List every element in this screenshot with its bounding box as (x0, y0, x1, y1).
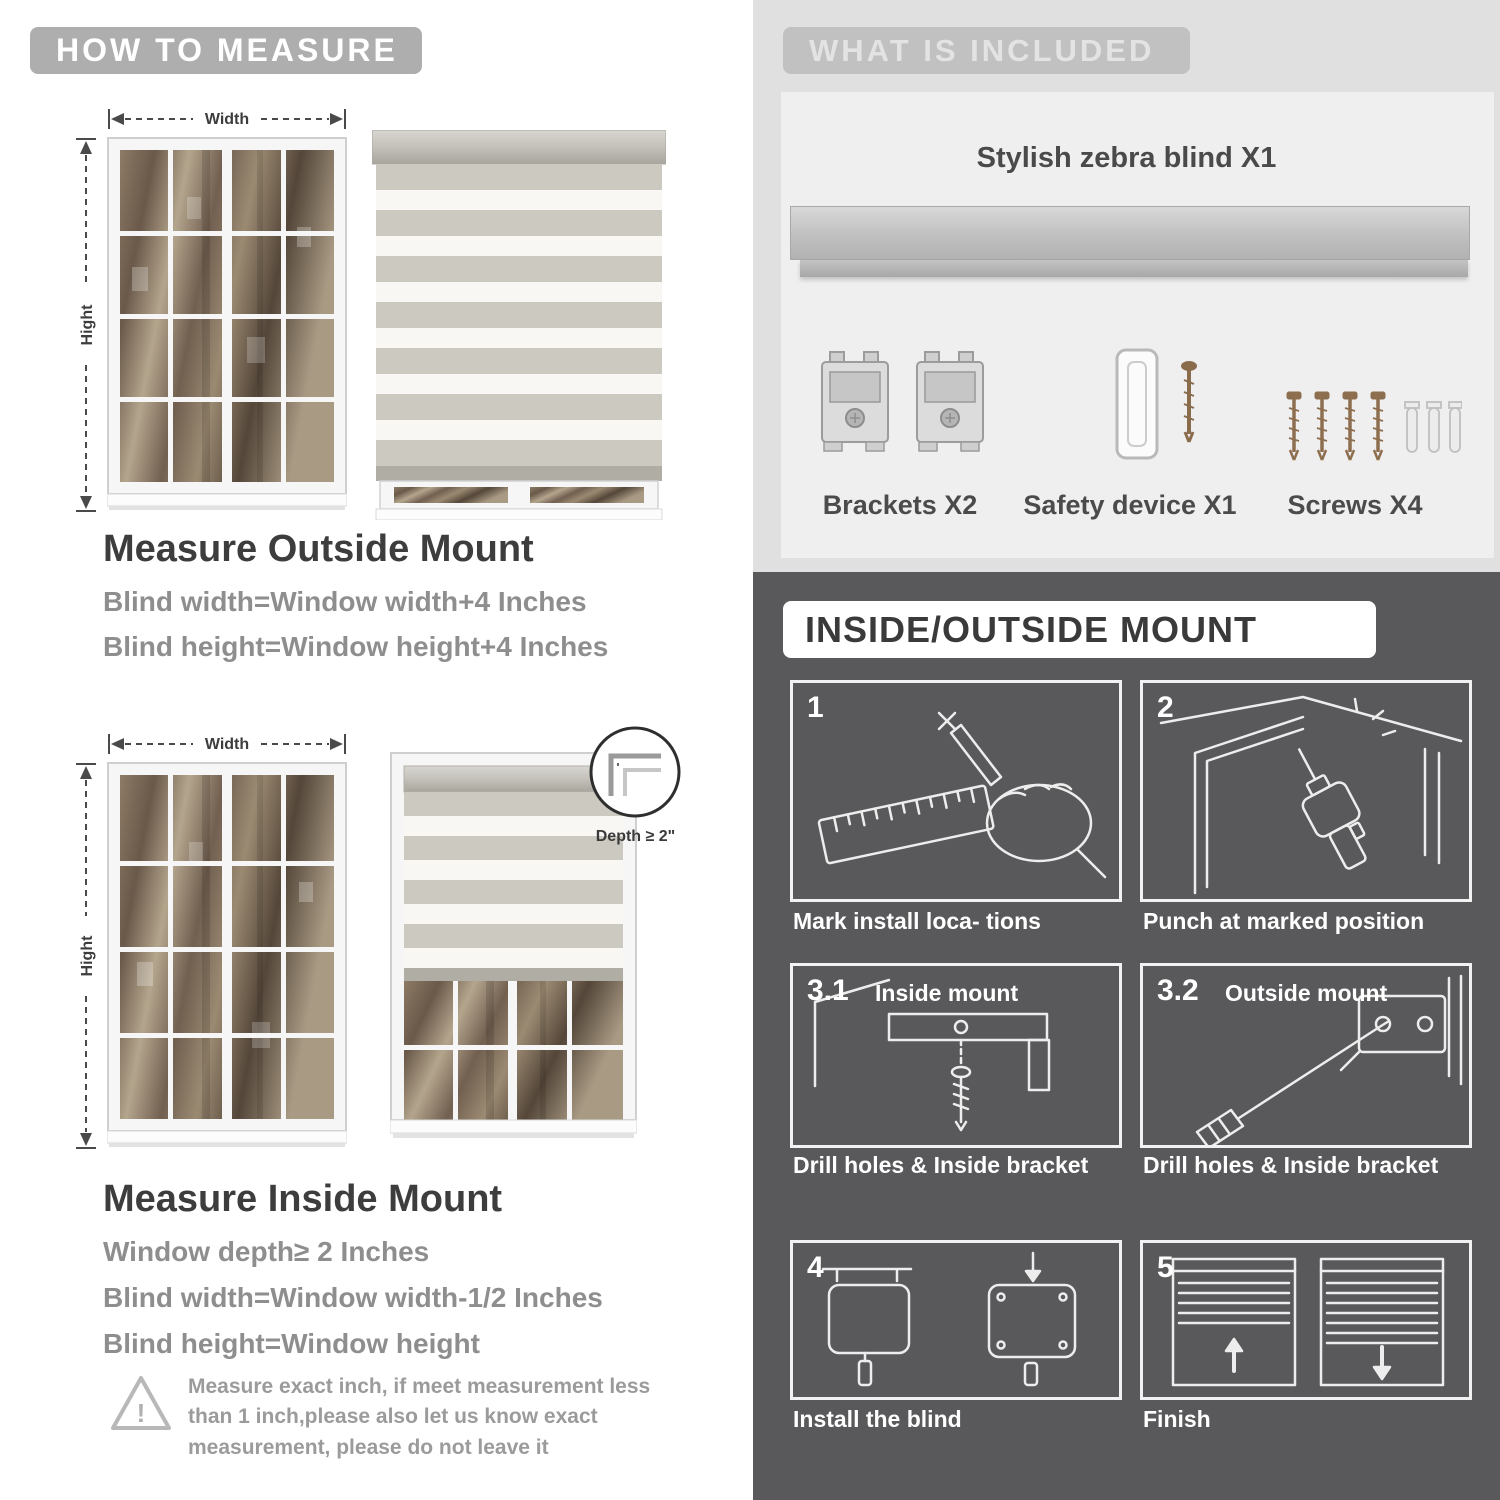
inside-bracket-illustration (813, 978, 1051, 1132)
what-is-included-section: WHAT IS INCLUDED Stylish zebra blind X1 (753, 0, 1500, 572)
width-arrow-inside: Width (108, 734, 346, 754)
step-caption: Drill holes & Inside bracket (1143, 1152, 1439, 1178)
step-number: 3.2 (1157, 974, 1199, 1007)
width-arrow-outside: Width (108, 109, 346, 129)
step-caption: Finish (1143, 1406, 1211, 1432)
height-arrow-inside: Hight (76, 763, 96, 1149)
window-photo-inside (107, 762, 347, 1147)
zebra-blind-headrail (790, 206, 1470, 278)
inside-mount-heading: Measure Inside Mount (103, 1178, 503, 1220)
step-panel-4: 4 (790, 1240, 1122, 1400)
step-panel-3-2: 3.2 Outside mount (1140, 963, 1472, 1148)
included-panel (781, 92, 1494, 558)
mount-banner: INSIDE/OUTSIDE MOUNT (783, 601, 1376, 658)
finish-illustration (1171, 1257, 1445, 1387)
step-number: 2 (1157, 691, 1174, 724)
depth-label: Depth ≥ 2" (595, 828, 676, 845)
screws-icon (1286, 391, 1462, 461)
outside-mount-heading: Measure Outside Mount (103, 528, 534, 570)
safety-device-icon (1115, 348, 1197, 460)
brackets-icon (821, 351, 984, 452)
step-number: 5 (1157, 1251, 1174, 1284)
step-caption: Mark install loca- tions (793, 908, 1041, 934)
safety-device-label: Safety device X1 (1023, 490, 1237, 520)
zebra-blind-outside-illustration (372, 130, 666, 520)
height-label: Hight (79, 935, 96, 977)
screws-label: Screws X4 (1287, 490, 1423, 520)
step-title: Inside mount (875, 980, 1019, 1006)
mount-title: INSIDE/OUTSIDE MOUNT (805, 608, 1258, 650)
step-panel-5: 5 (1140, 1240, 1472, 1400)
step-panel-3-1: 3.1 Inside mount (790, 963, 1122, 1148)
step-caption: Install the blind (793, 1406, 962, 1432)
outside-rule-1: Blind width=Window width+4 Inches (103, 586, 587, 617)
what-is-included-banner: WHAT IS INCLUDED (783, 27, 1190, 74)
install-blind-illustration (821, 1251, 1077, 1387)
how-to-measure-section: HOW TO MEASURE Width Hight (30, 27, 681, 1459)
step-number: 3.1 (807, 974, 849, 1007)
zebra-blind-inside-illustration (390, 752, 637, 1138)
what-is-included-title: WHAT IS INCLUDED (809, 32, 1155, 68)
how-to-measure-banner: HOW TO MEASURE (30, 27, 422, 74)
how-to-measure-title: HOW TO MEASURE (56, 32, 398, 68)
step-panel-1: 1 (790, 680, 1122, 902)
inside-rule-1: Window depth≥ 2 Inches (103, 1236, 430, 1267)
step-caption: Drill holes & Inside bracket (793, 1152, 1089, 1178)
width-label: Width (205, 111, 249, 128)
warning-mark: ! (137, 1398, 146, 1428)
warning-text: Measure exact inch, if meet measurement … (188, 1375, 651, 1459)
height-label: Hight (79, 304, 96, 346)
headrail-bottom-lip (800, 260, 1468, 277)
drill-illustration (1159, 695, 1463, 895)
inside-rule-3: Blind height=Window height (103, 1328, 480, 1359)
outside-rule-2: Blind height=Window height+4 Inches (103, 631, 609, 662)
zebra-blind-label: Stylish zebra blind X1 (976, 142, 1277, 174)
width-label: Width (205, 736, 249, 753)
height-arrow-outside: Hight (76, 138, 96, 512)
headrail-front (790, 206, 1470, 260)
depth-magnifier-icon (589, 726, 681, 818)
window-photo-outside (107, 137, 347, 510)
step-caption: Punch at marked position (1143, 908, 1425, 934)
brackets-label: Brackets X2 (822, 490, 978, 520)
step-panel-2: 2 (1140, 680, 1472, 902)
mount-instructions-section: INSIDE/OUTSIDE MOUNT 1 Mark install loca… (753, 572, 1500, 1500)
warning-triangle-icon: ! (111, 1376, 171, 1430)
step-title: Outside mount (1225, 980, 1388, 1006)
step-number: 4 (807, 1251, 824, 1284)
mark-locations-illustration (817, 711, 1107, 879)
step-number: 1 (807, 691, 824, 724)
inside-rule-2: Blind width=Window width-1/2 Inches (103, 1282, 603, 1313)
outside-bracket-illustration (1195, 974, 1463, 1145)
